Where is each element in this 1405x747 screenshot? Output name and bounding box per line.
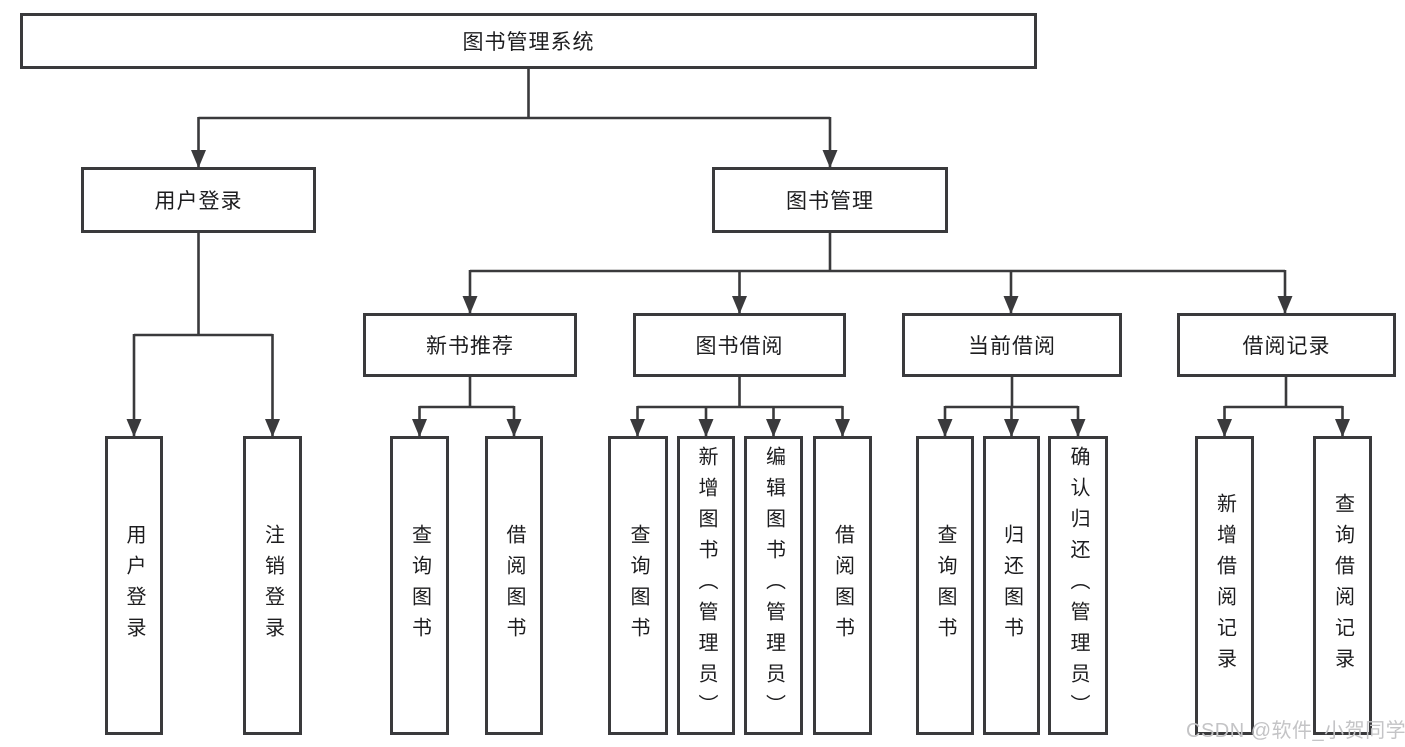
leaf-current-return-books: 归还图书 (983, 436, 1040, 735)
node-label: 图书管理 (786, 190, 874, 213)
connector-root-to-level2 (191, 69, 838, 168)
node-book-management: 图书管理 (712, 167, 948, 233)
leaf-newbook-query-books: 查询图书 (390, 436, 449, 735)
leaf-borrow-borrow-books: 借阅图书 (813, 436, 872, 735)
connector-bookmgmt-to-level3 (462, 233, 1293, 314)
leaf-label: 查询图书 (934, 523, 956, 648)
leaf-current-query-books: 查询图书 (916, 436, 974, 735)
connector-bookborrow-children (630, 377, 850, 437)
leaf-newbook-borrow-books: 借阅图书 (485, 436, 543, 735)
leaf-records-query-borrow-record: 查询借阅记录 (1313, 436, 1372, 735)
leaf-label: 确认归还（管理员） (1067, 446, 1089, 725)
leaf-current-confirm-return-admin: 确认归还（管理员） (1048, 436, 1108, 735)
node-new-book-recommend: 新书推荐 (363, 313, 577, 377)
node-current-borrow: 当前借阅 (902, 313, 1122, 377)
leaf-label: 借阅图书 (831, 523, 854, 648)
connector-newbook-children (412, 377, 522, 437)
node-user-login: 用户登录 (81, 167, 316, 233)
node-book-borrow: 图书借阅 (633, 313, 846, 377)
leaf-user-login: 用户登录 (105, 436, 163, 735)
node-root-system: 图书管理系统 (20, 13, 1037, 69)
node-label: 借阅记录 (1242, 335, 1331, 358)
node-label: 新书推荐 (426, 335, 514, 358)
leaf-label: 注销登录 (261, 523, 284, 648)
leaf-label: 新增借阅记录 (1213, 492, 1236, 679)
leaf-label: 查询图书 (627, 523, 649, 648)
leaf-label: 用户登录 (123, 523, 145, 648)
leaf-logout-login: 注销登录 (243, 436, 302, 735)
connector-userlogin-children (126, 233, 280, 437)
leaf-label: 查询图书 (408, 523, 431, 648)
leaf-label: 新增图书（管理员） (695, 446, 717, 725)
node-label: 当前借阅 (968, 335, 1056, 358)
node-label: 图书管理系统 (462, 31, 595, 54)
csdn-watermark: CSDN @软件_小贺同学 (1186, 720, 1405, 742)
node-label: 用户登录 (154, 190, 243, 213)
node-borrow-records: 借阅记录 (1177, 313, 1396, 377)
leaf-label: 查询借阅记录 (1331, 492, 1354, 679)
connector-records-children (1217, 377, 1350, 437)
leaf-label: 借阅图书 (503, 523, 525, 648)
leaf-label: 编辑图书（管理员） (762, 446, 785, 725)
leaf-label: 归还图书 (1000, 523, 1023, 648)
node-label: 图书借阅 (695, 335, 784, 358)
leaf-borrow-query-books: 查询图书 (608, 436, 668, 735)
leaf-records-add-borrow-record: 新增借阅记录 (1195, 436, 1254, 735)
leaf-borrow-edit-books-admin: 编辑图书（管理员） (744, 436, 803, 735)
leaf-borrow-add-books-admin: 新增图书（管理员） (677, 436, 735, 735)
connector-currentborrow-children (937, 377, 1086, 437)
